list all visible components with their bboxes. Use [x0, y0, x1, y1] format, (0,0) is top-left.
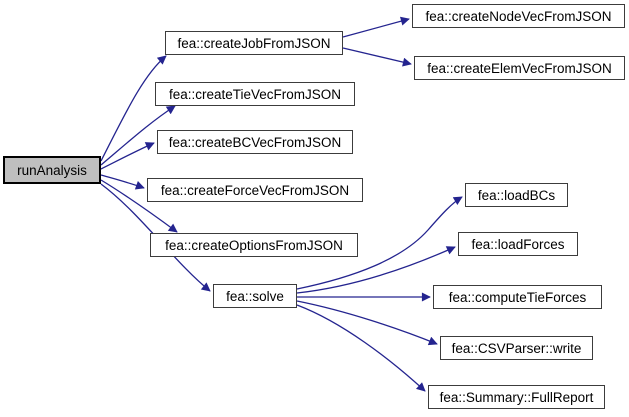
node-createForceVecFromJSON[interactable]: fea::createForceVecFromJSON: [147, 178, 363, 202]
edge-solve-loadBCs: [296, 196, 463, 290]
node-createBCVecFromJSON[interactable]: fea::createBCVecFromJSON: [157, 130, 353, 154]
edge-createJobFromJSON-createNodeVecFromJSON: [342, 16, 410, 38]
node-CSVParser-write[interactable]: fea::CSVParser::write: [440, 336, 593, 360]
node-loadBCs[interactable]: fea::loadBCs: [465, 183, 568, 207]
node-computeTieForces[interactable]: fea::computeTieForces: [433, 285, 602, 309]
edge-runAnalysis-createOptionsFromJSON: [100, 179, 178, 233]
node-createJobFromJSON[interactable]: fea::createJobFromJSON: [165, 31, 343, 55]
node-solve[interactable]: fea::solve: [213, 284, 297, 308]
edge-runAnalysis-createBCVecFromJSON: [100, 142, 155, 170]
edge-runAnalysis-createForceVecFromJSON: [100, 174, 145, 190]
edge-runAnalysis-createTieVecFromJSON: [100, 105, 176, 166]
node-createElemVecFromJSON[interactable]: fea::createElemVecFromJSON: [414, 56, 625, 80]
edge-solve-Summary_FullReport: [296, 304, 426, 392]
edge-solve-loadForces: [296, 246, 456, 294]
node-createTieVecFromJSON[interactable]: fea::createTieVecFromJSON: [155, 82, 355, 106]
node-createOptionsFromJSON[interactable]: fea::createOptionsFromJSON: [150, 233, 358, 257]
edge-solve-CSVParser_write: [296, 300, 438, 346]
node-Summary-FullReport[interactable]: fea::Summary::FullReport: [428, 385, 605, 409]
node-createNodeVecFromJSON[interactable]: fea::createNodeVecFromJSON: [412, 4, 625, 28]
edge-runAnalysis-createJobFromJSON: [100, 55, 167, 162]
edge-createJobFromJSON-createElemVecFromJSON: [342, 47, 412, 67]
node-loadForces[interactable]: fea::loadForces: [458, 232, 578, 256]
node-runAnalysis: runAnalysis: [3, 156, 101, 184]
